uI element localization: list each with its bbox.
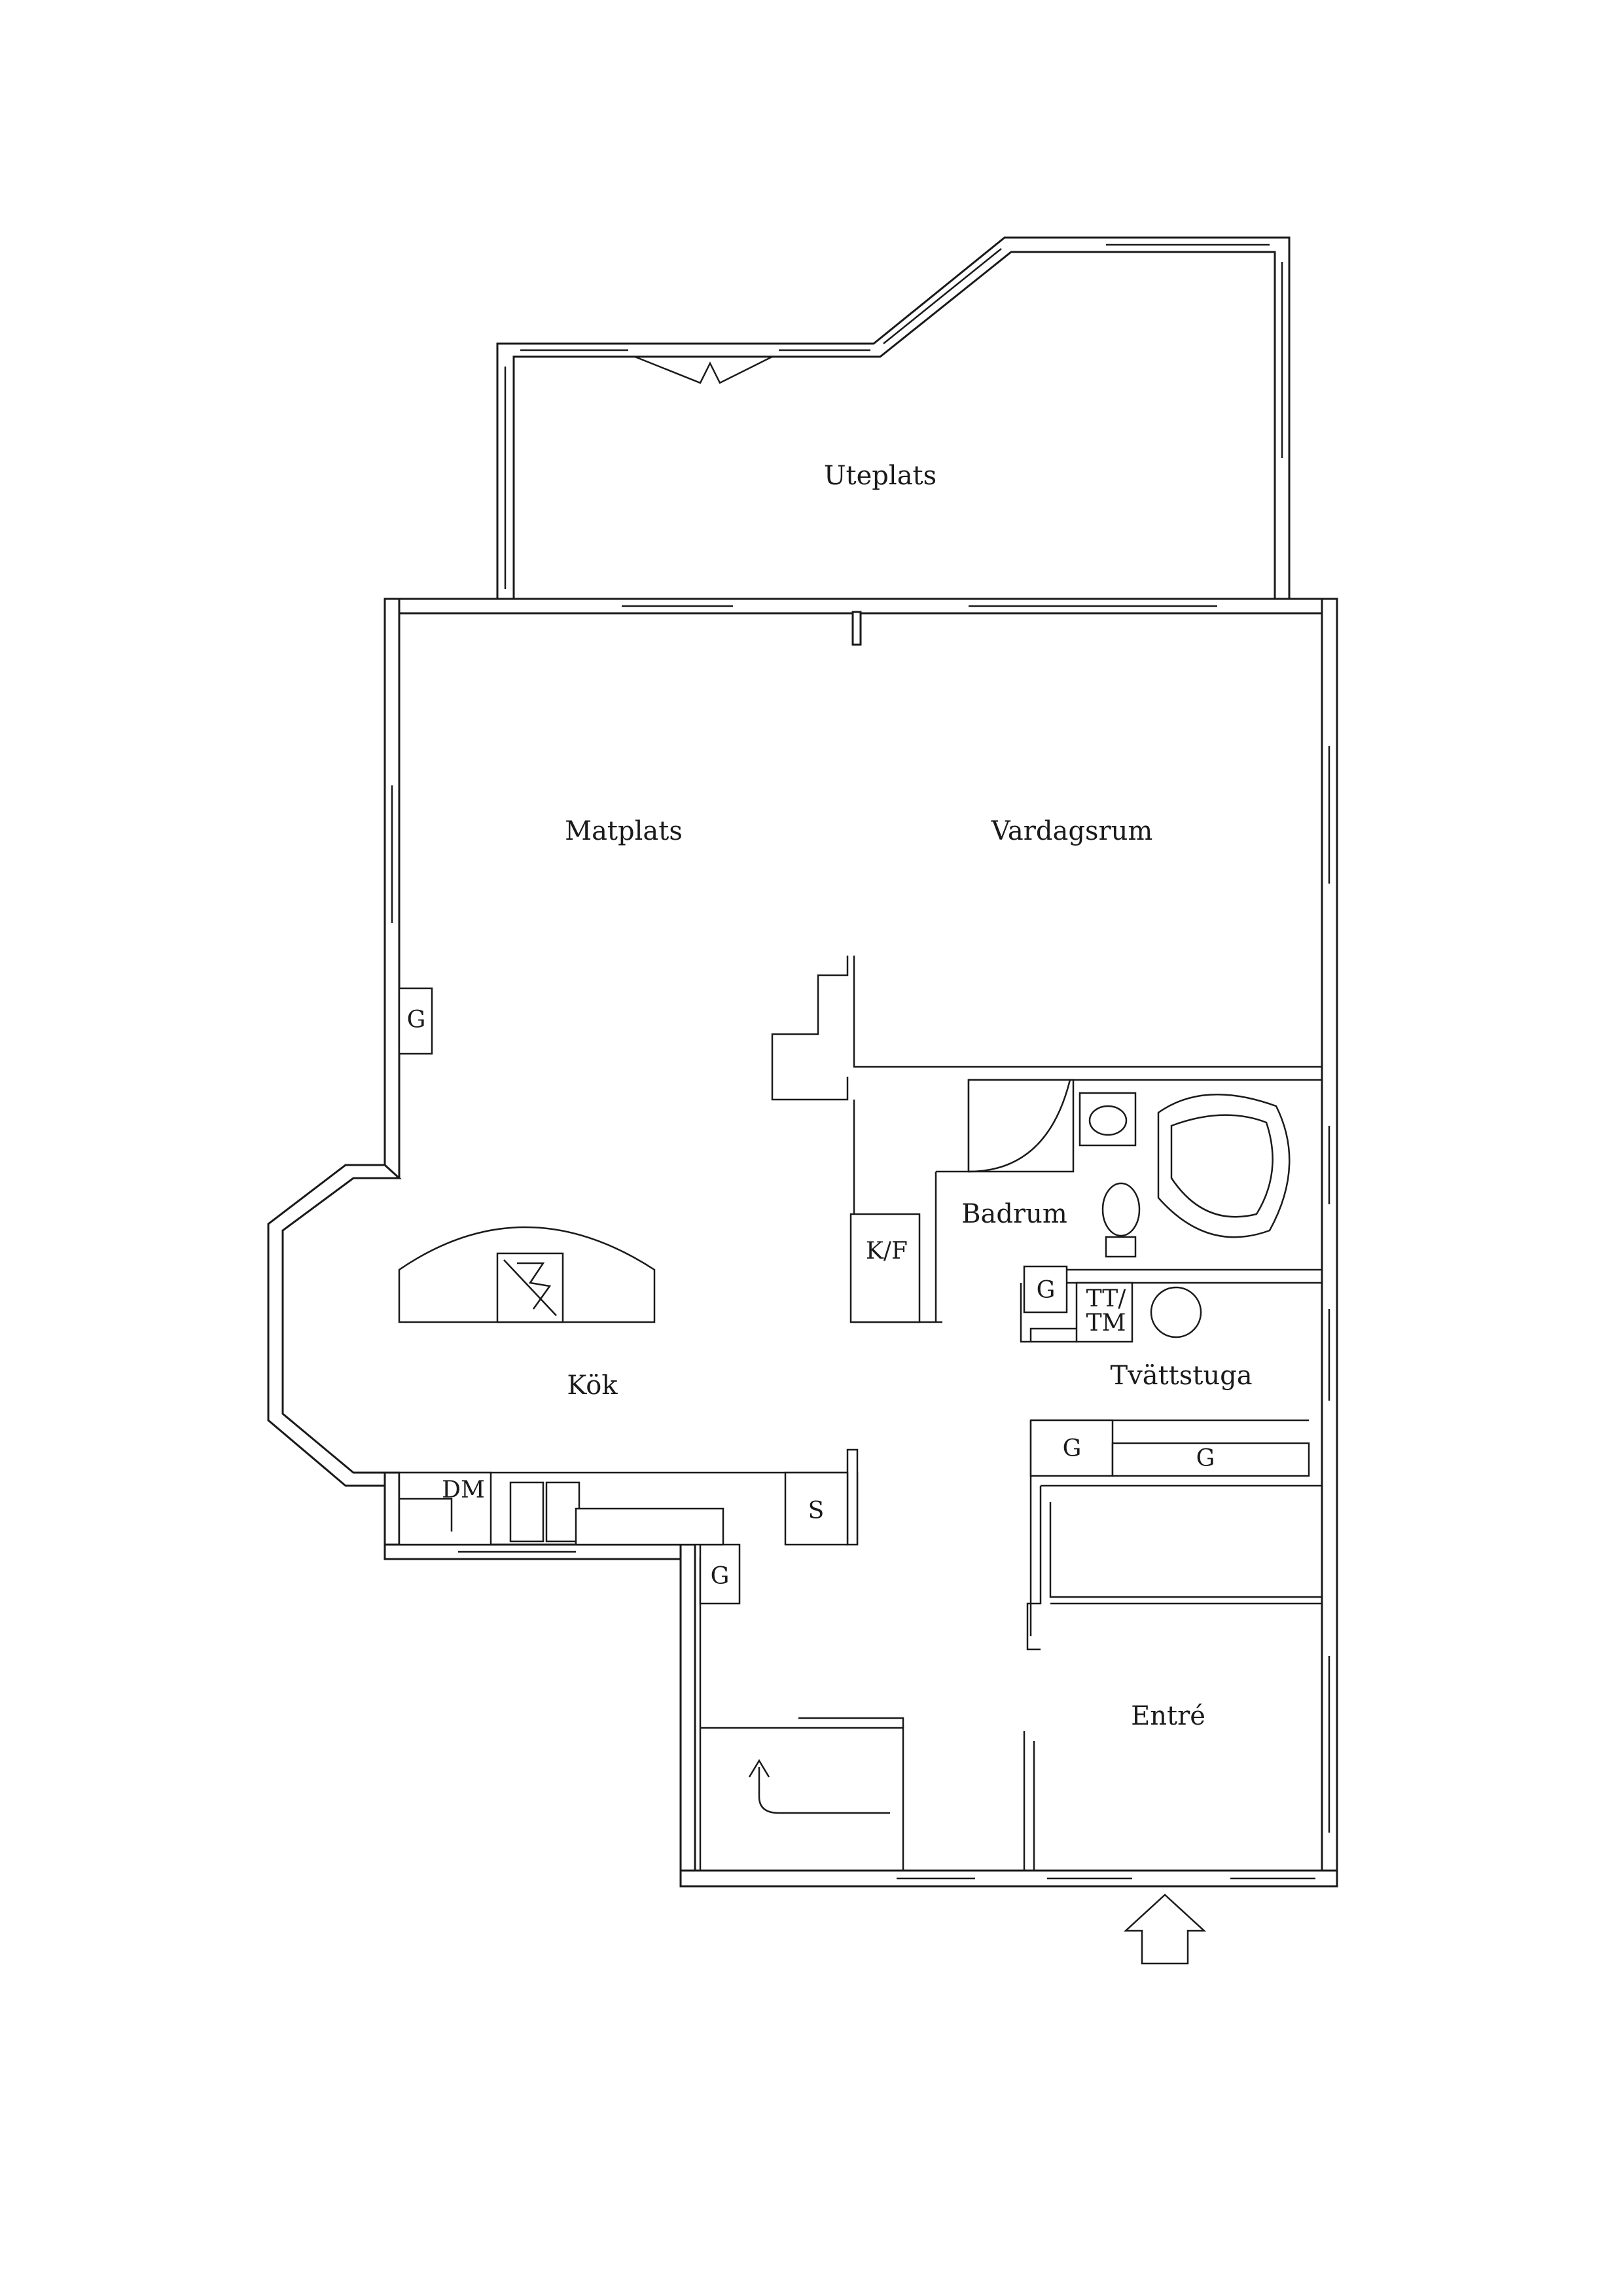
room-label-kok: Kök [567, 1371, 618, 1401]
outer-walls [267, 598, 1338, 1888]
fixture-label-kf: K/F [866, 1238, 908, 1265]
cabinet-g-box [1023, 1265, 1068, 1314]
fixture-label-g: G [711, 1563, 730, 1590]
shower [967, 1079, 1075, 1173]
patio-area [496, 236, 1291, 603]
room-label-matplats: Matplats [565, 816, 683, 846]
corner-bathtub [1157, 1093, 1291, 1238]
room-label-tvattstuga: Tvättstuga [1110, 1361, 1252, 1391]
fixture-label-g: G [407, 1007, 426, 1033]
fixture-label-dm: DM [442, 1477, 485, 1503]
entrance-arrow-icon [1123, 1893, 1207, 1965]
room-label-badrum: Badrum [961, 1199, 1067, 1229]
interior-walls [399, 611, 1322, 1871]
toilet-icon [1101, 1182, 1141, 1237]
cabinet-g-box [699, 1543, 741, 1605]
room-label-vardagsrum: Vardagsrum [991, 816, 1153, 846]
cabinet-g-box [1029, 1419, 1114, 1477]
fixture-label-g: G [1063, 1435, 1082, 1462]
kitchen-island [398, 1226, 656, 1323]
room-label-uteplats: Uteplats [824, 461, 936, 491]
cabinet-g-box [398, 987, 433, 1055]
fixture-label-tt: TT/ [1086, 1285, 1127, 1312]
fixture-label-s: S [808, 1498, 825, 1524]
fixture-label-tm: TM [1086, 1310, 1126, 1336]
sink-icon [1079, 1092, 1137, 1147]
room-label-entre: Entré [1131, 1701, 1205, 1731]
cabinet-g-box [1111, 1442, 1310, 1477]
stair-icon [748, 1759, 890, 1814]
washer-drum [1150, 1286, 1202, 1338]
fixture-label-g: G [1037, 1277, 1056, 1304]
fixtures [398, 987, 1310, 1605]
fixture-label-g: G [1196, 1445, 1215, 1472]
